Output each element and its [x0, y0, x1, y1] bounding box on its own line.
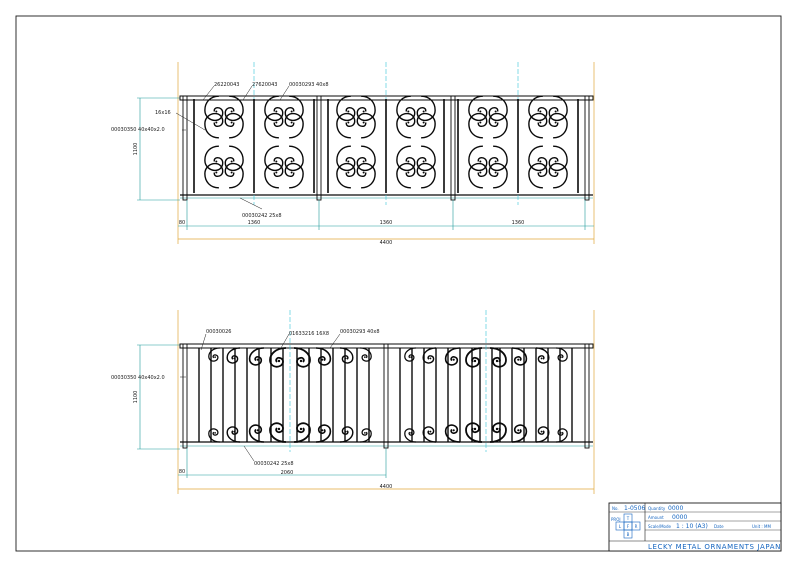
tb-no-label: No. — [612, 506, 619, 511]
bottom-post-dim: 80 — [179, 469, 185, 475]
callout-26220043: 26220043 — [214, 82, 239, 88]
top-panel-dim-3: 1360 — [512, 220, 525, 226]
view-letter-r: R — [635, 524, 638, 529]
projection-symbol: T L F R B PROJ — [611, 513, 641, 539]
callout-01633216: 01633216 16X8 — [289, 331, 329, 337]
tb-drawing-no: 1-0506 — [624, 505, 645, 512]
top-post-dim: 80 — [179, 220, 185, 226]
bottom-panel-2 — [399, 348, 573, 442]
bottom-elevation: 4400 1100 — [111, 310, 595, 494]
callout-27620043: 27620043 — [252, 82, 277, 88]
tb-unit-label: Unit : MM — [752, 524, 771, 529]
top-elevation: 4400 1100 — [111, 62, 595, 246]
bottom-panel-dim: 2060 — [281, 470, 294, 476]
tb-scale-value: 1 : 10 (A3) — [676, 523, 708, 530]
callout-16x16: 16x16 — [155, 110, 171, 116]
tb-scale-label: Scale/Mode — [648, 524, 672, 529]
brand-name: LECKY METAL ORNAMENTS JAPAN — [648, 543, 781, 551]
top-panel-dim-2: 1360 — [380, 220, 393, 226]
tb-qty-value: 0000 — [668, 505, 683, 512]
view-letter-t: T — [626, 516, 630, 521]
top-panel-dim-1: 1360 — [248, 220, 261, 226]
top-panel-1 — [193, 96, 315, 193]
callout-00030350: 00030350 40x40x2.0 — [111, 127, 165, 133]
callout-00030026: 00030026 — [206, 329, 231, 335]
view-letter-b: B — [627, 532, 630, 537]
top-panel-2 — [327, 96, 445, 193]
callout-00030242-bottom: 00030242 25x8 — [254, 461, 294, 467]
callout-00030293: 00030293 40x8 — [289, 82, 329, 88]
callout-00030350-bottom: 00030350 40x40x2.0 — [111, 375, 165, 381]
tb-amount-label: Amount — [648, 515, 664, 520]
top-panel-3 — [457, 96, 579, 193]
tb-qty-label: Quantity — [648, 506, 666, 511]
tb-date-label: Date — [714, 524, 724, 529]
bottom-total-dim: 4400 — [380, 484, 393, 490]
tb-amount-value: 0000 — [672, 514, 687, 521]
view-letter-f: F — [627, 524, 630, 529]
tb-proj-label: PROJ — [611, 517, 621, 522]
top-height-dim: 1100 — [133, 143, 139, 156]
title-block: No. 1-0506 Quantity 0000 Amount 0000 Sca… — [608, 502, 782, 552]
sheet-border — [15, 15, 782, 552]
callout-00030242: 00030242 25x8 — [242, 213, 282, 219]
top-total-dim: 4400 — [380, 240, 393, 246]
callout-00030293-bottom: 00030293 40x8 — [340, 329, 380, 335]
bottom-height-dim: 1100 — [133, 391, 139, 404]
view-letter-l: L — [619, 524, 622, 529]
